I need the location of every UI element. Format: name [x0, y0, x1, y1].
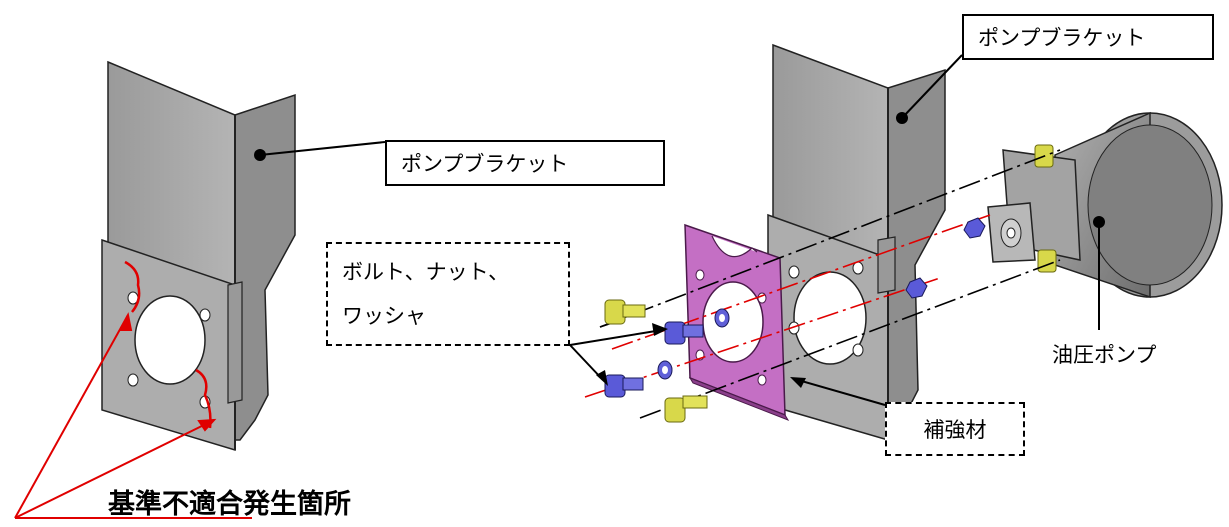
- bolt-nut-washer-label-line2: ワッシャ: [342, 304, 426, 328]
- bolt-label-arrows: [569, 323, 668, 386]
- right-bracket-bolt-hole: [852, 343, 864, 357]
- yellow-bolt: [604, 299, 646, 325]
- defect-arrows: [14, 312, 252, 519]
- hydraulic-pump-label: 油圧ポンプ: [1052, 334, 1156, 374]
- left-pump-bracket: [101, 60, 296, 452]
- pump-bracket-label-right-text: ポンプブラケット: [978, 26, 1146, 50]
- left-bracket-bolt-hole: [127, 373, 139, 387]
- nonconformance-location-title: 基準不適合発生箇所: [108, 482, 351, 521]
- left-bracket-side-flange: [234, 93, 296, 441]
- left-bracket-defect-crack: [195, 368, 212, 429]
- reinforcement-label-text: 補強材: [923, 418, 987, 442]
- pump-bracket-label-left: ポンプブラケット: [385, 140, 665, 186]
- fasteners: [604, 217, 986, 423]
- reinforcement-notch: [711, 235, 758, 258]
- blue-bolt: [604, 374, 644, 398]
- bolt-nut-washer-label: ボルト、ナット、 ワッシャ: [326, 242, 570, 346]
- hydraulic-pump-label-text: 油圧ポンプ: [1052, 343, 1157, 367]
- nut: [963, 217, 986, 239]
- right-bracket-leader-line: [901, 54, 963, 119]
- reinforcement-label: 補強材: [885, 402, 1025, 456]
- pump-bracket-label-right: ポンプブラケット: [962, 14, 1214, 60]
- reinforcement-leader-line: [797, 379, 886, 406]
- left-bracket-tab: [227, 281, 243, 404]
- bolt-nut-washer-label-line1: ボルト、ナット、: [342, 260, 510, 284]
- right-bracket-side-flange: [887, 68, 946, 437]
- pump-yellow-bolt: [1037, 249, 1057, 273]
- reinforcement-arrowhead: [790, 377, 806, 388]
- blue-bolt: [664, 321, 704, 345]
- right-bracket-bolt-hole: [788, 265, 800, 279]
- left-bracket-large-hole: [134, 295, 206, 385]
- yellow-bolt: [664, 395, 708, 423]
- left-bracket-leader-line: [259, 141, 386, 156]
- left-bracket-defect-crack: [124, 260, 141, 313]
- nonconformance-location-text: 基準不適合発生箇所: [108, 489, 351, 520]
- hydraulic-pump: [987, 111, 1223, 299]
- pump-bracket-label-left-text: ポンプブラケット: [401, 152, 569, 176]
- reinforcement-hole: [702, 281, 764, 363]
- nut: [905, 277, 928, 299]
- left-bracket-bolt-hole: [199, 308, 211, 322]
- reinforcement-plate: [684, 223, 790, 421]
- right-bracket-tab: [877, 236, 896, 294]
- assembly-centerlines: [584, 149, 1061, 419]
